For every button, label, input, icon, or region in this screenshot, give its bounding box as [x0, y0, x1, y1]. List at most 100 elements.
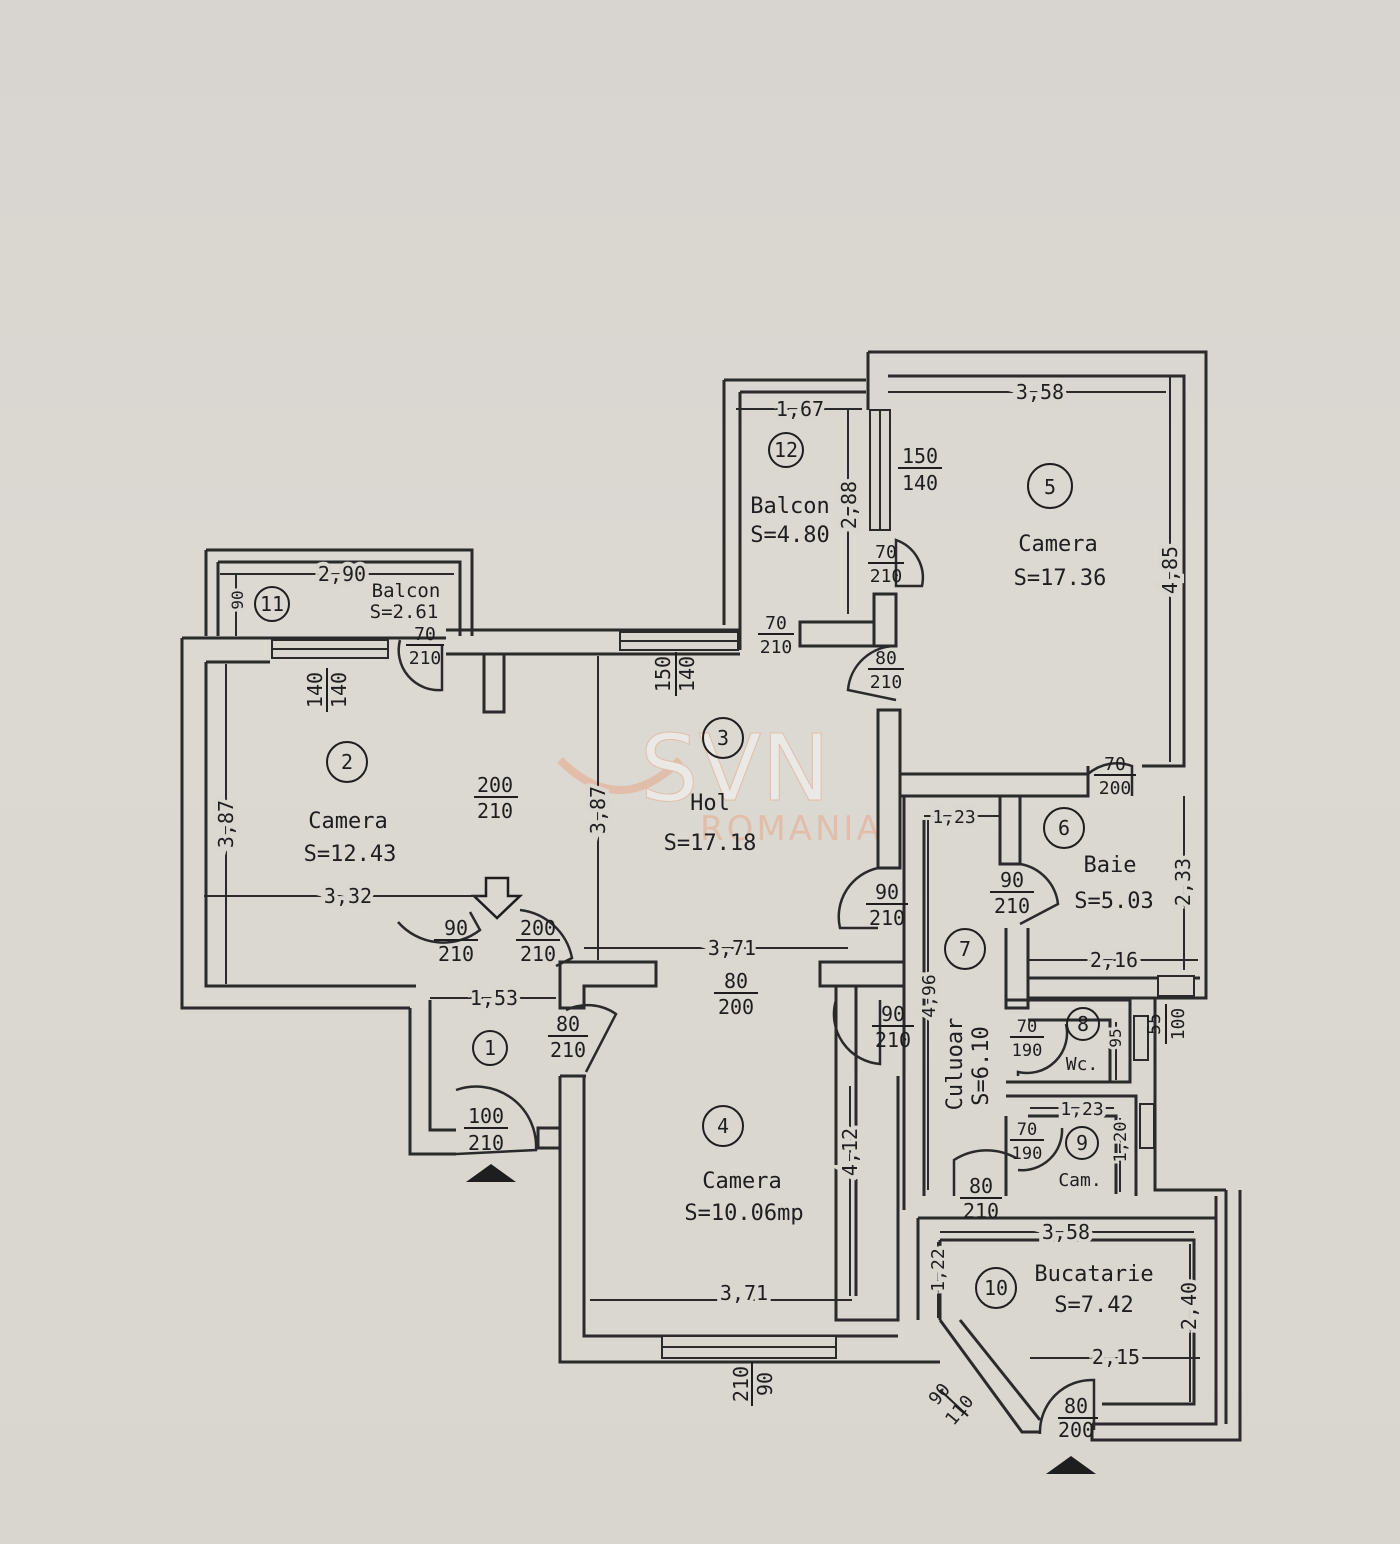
opening-width: 90	[1000, 868, 1024, 892]
opening-width: 90	[444, 916, 468, 940]
room-number: 4	[717, 1114, 729, 1138]
dimension-label: 2,40	[1177, 1282, 1201, 1330]
dimension-label: 2,88	[837, 481, 861, 529]
opening-height: 200	[1058, 1418, 1094, 1442]
opening-width: 55	[1144, 1013, 1165, 1035]
dimension-label: 1,67	[776, 397, 824, 421]
opening-height: 210	[550, 1038, 586, 1062]
room-number: 2	[341, 750, 353, 774]
dimension-label: 3,71	[720, 1281, 768, 1305]
opening-height: 210	[994, 894, 1030, 918]
opening-width: 80	[969, 1174, 993, 1198]
door	[455, 1085, 538, 1156]
room-area: S=4.80	[750, 523, 829, 548]
opening-width: 90	[881, 1002, 905, 1026]
opening-width: 200	[477, 773, 513, 797]
room-area: S=12.43	[304, 842, 397, 867]
entrance-arrow-icon	[1046, 1456, 1096, 1474]
dimension-label: 3,32	[324, 884, 372, 908]
opening-height: 140	[902, 471, 938, 495]
room-number: 12	[774, 438, 798, 462]
opening-labels: 150 140 70 210 70 210 80 210 70 210 140 …	[303, 444, 1189, 1442]
door	[397, 639, 444, 692]
opening-width: 70	[1104, 754, 1126, 775]
watermark-logo-icon	[557, 757, 683, 794]
room-area: S=2.61	[370, 601, 439, 623]
door	[837, 866, 879, 930]
dimension-label: 1,22	[928, 1248, 949, 1291]
opening-height: 210	[438, 942, 474, 966]
opening-width: 210	[729, 1366, 753, 1402]
dimension-label: 1,23	[1060, 1099, 1103, 1120]
opening-height: 210	[468, 1131, 504, 1155]
opening-width: 80	[875, 648, 897, 669]
door	[1017, 1127, 1064, 1172]
dimension-label: 3,87	[214, 800, 238, 848]
window	[1157, 975, 1195, 997]
opening-height: 200	[718, 995, 754, 1019]
room-number: 6	[1058, 816, 1070, 840]
door	[1019, 862, 1060, 926]
opening-height: 140	[675, 656, 699, 692]
opening-width: 140	[303, 672, 327, 708]
dimension-label: 95	[1106, 1028, 1125, 1047]
room-area: S=6.10	[969, 1026, 994, 1105]
opening-width: 200	[520, 916, 556, 940]
dimension-label: 3,58	[1016, 380, 1064, 404]
opening-height: 200	[1099, 778, 1132, 799]
dimension-label: 4,85	[1158, 546, 1182, 594]
room-name: Baie	[1084, 853, 1137, 878]
opening-height: 140	[327, 672, 351, 708]
opening-width: 70	[1017, 1017, 1037, 1037]
dimension-label: 3,71	[708, 936, 756, 960]
dimension-label: 1,20	[1111, 1122, 1131, 1163]
room-labels: Camera S=12.43 Hol S=17.18 Camera S=10.0…	[304, 494, 1154, 1318]
room-number: 7	[959, 937, 971, 961]
door	[1016, 1023, 1069, 1076]
opening-width: 80	[556, 1012, 580, 1036]
watermark-brand: SVN	[640, 715, 830, 822]
dimension-label: 2,15	[1092, 1345, 1140, 1369]
room-name: Bucatarie	[1034, 1262, 1153, 1287]
room-number: 9	[1076, 1131, 1088, 1155]
dimension-label: 2,33	[1171, 858, 1195, 906]
door	[894, 538, 925, 588]
opening-height: 210	[869, 906, 905, 930]
room-number: 5	[1044, 475, 1056, 499]
opening-width: 70	[765, 613, 787, 634]
window	[1133, 1015, 1149, 1061]
room-area: S=10.06mp	[684, 1201, 803, 1226]
watermark: SVN ROMANIA	[557, 715, 883, 849]
opening-height: 210	[870, 672, 903, 693]
dimension-label: 2,90	[318, 562, 366, 586]
dimension-label: 4,96	[919, 974, 940, 1017]
room-number: 1	[484, 1036, 496, 1060]
door	[952, 1149, 1017, 1196]
dimension-labels: 3,58 1,67 2,88 4,85 2,90 90 3,87 3,87 3,…	[210, 376, 1205, 1373]
opening-height: 210	[870, 566, 903, 587]
door	[565, 1003, 618, 1073]
fraction-bars	[326, 467, 1167, 1419]
opening-height: 210	[409, 648, 442, 669]
watermark-sub: ROMANIA	[700, 809, 883, 849]
dimension-label: 3,87	[586, 786, 610, 834]
opening-width: 90	[875, 880, 899, 904]
room-number: 10	[984, 1276, 1008, 1300]
room-area: S=17.36	[1014, 566, 1107, 591]
opening-width: 70	[1017, 1120, 1037, 1140]
room-markers	[254, 432, 1100, 1309]
opening-height: 210	[875, 1028, 911, 1052]
room-name: Cam.	[1058, 1170, 1101, 1191]
opening-height: 210	[477, 799, 513, 823]
dimension-label: 4,12	[838, 1128, 862, 1176]
opening-width: 150	[651, 656, 675, 692]
dimension-label: 2,16	[1090, 948, 1138, 972]
walls	[180, 350, 1242, 1442]
opening-width: 80	[1064, 1394, 1088, 1418]
door	[846, 644, 897, 702]
dimension-label: 90	[228, 590, 247, 609]
door	[1087, 762, 1134, 796]
opening-width: 70	[875, 542, 897, 563]
opening-width: 100	[468, 1104, 504, 1128]
